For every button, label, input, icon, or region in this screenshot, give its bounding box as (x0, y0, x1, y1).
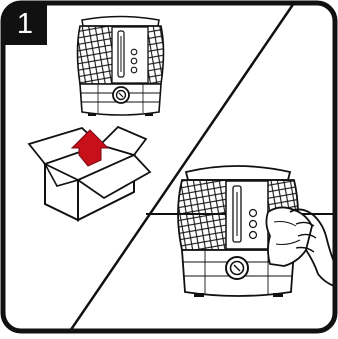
step-number-badge: 1 (3, 3, 47, 45)
humidifier-icon (78, 17, 164, 117)
